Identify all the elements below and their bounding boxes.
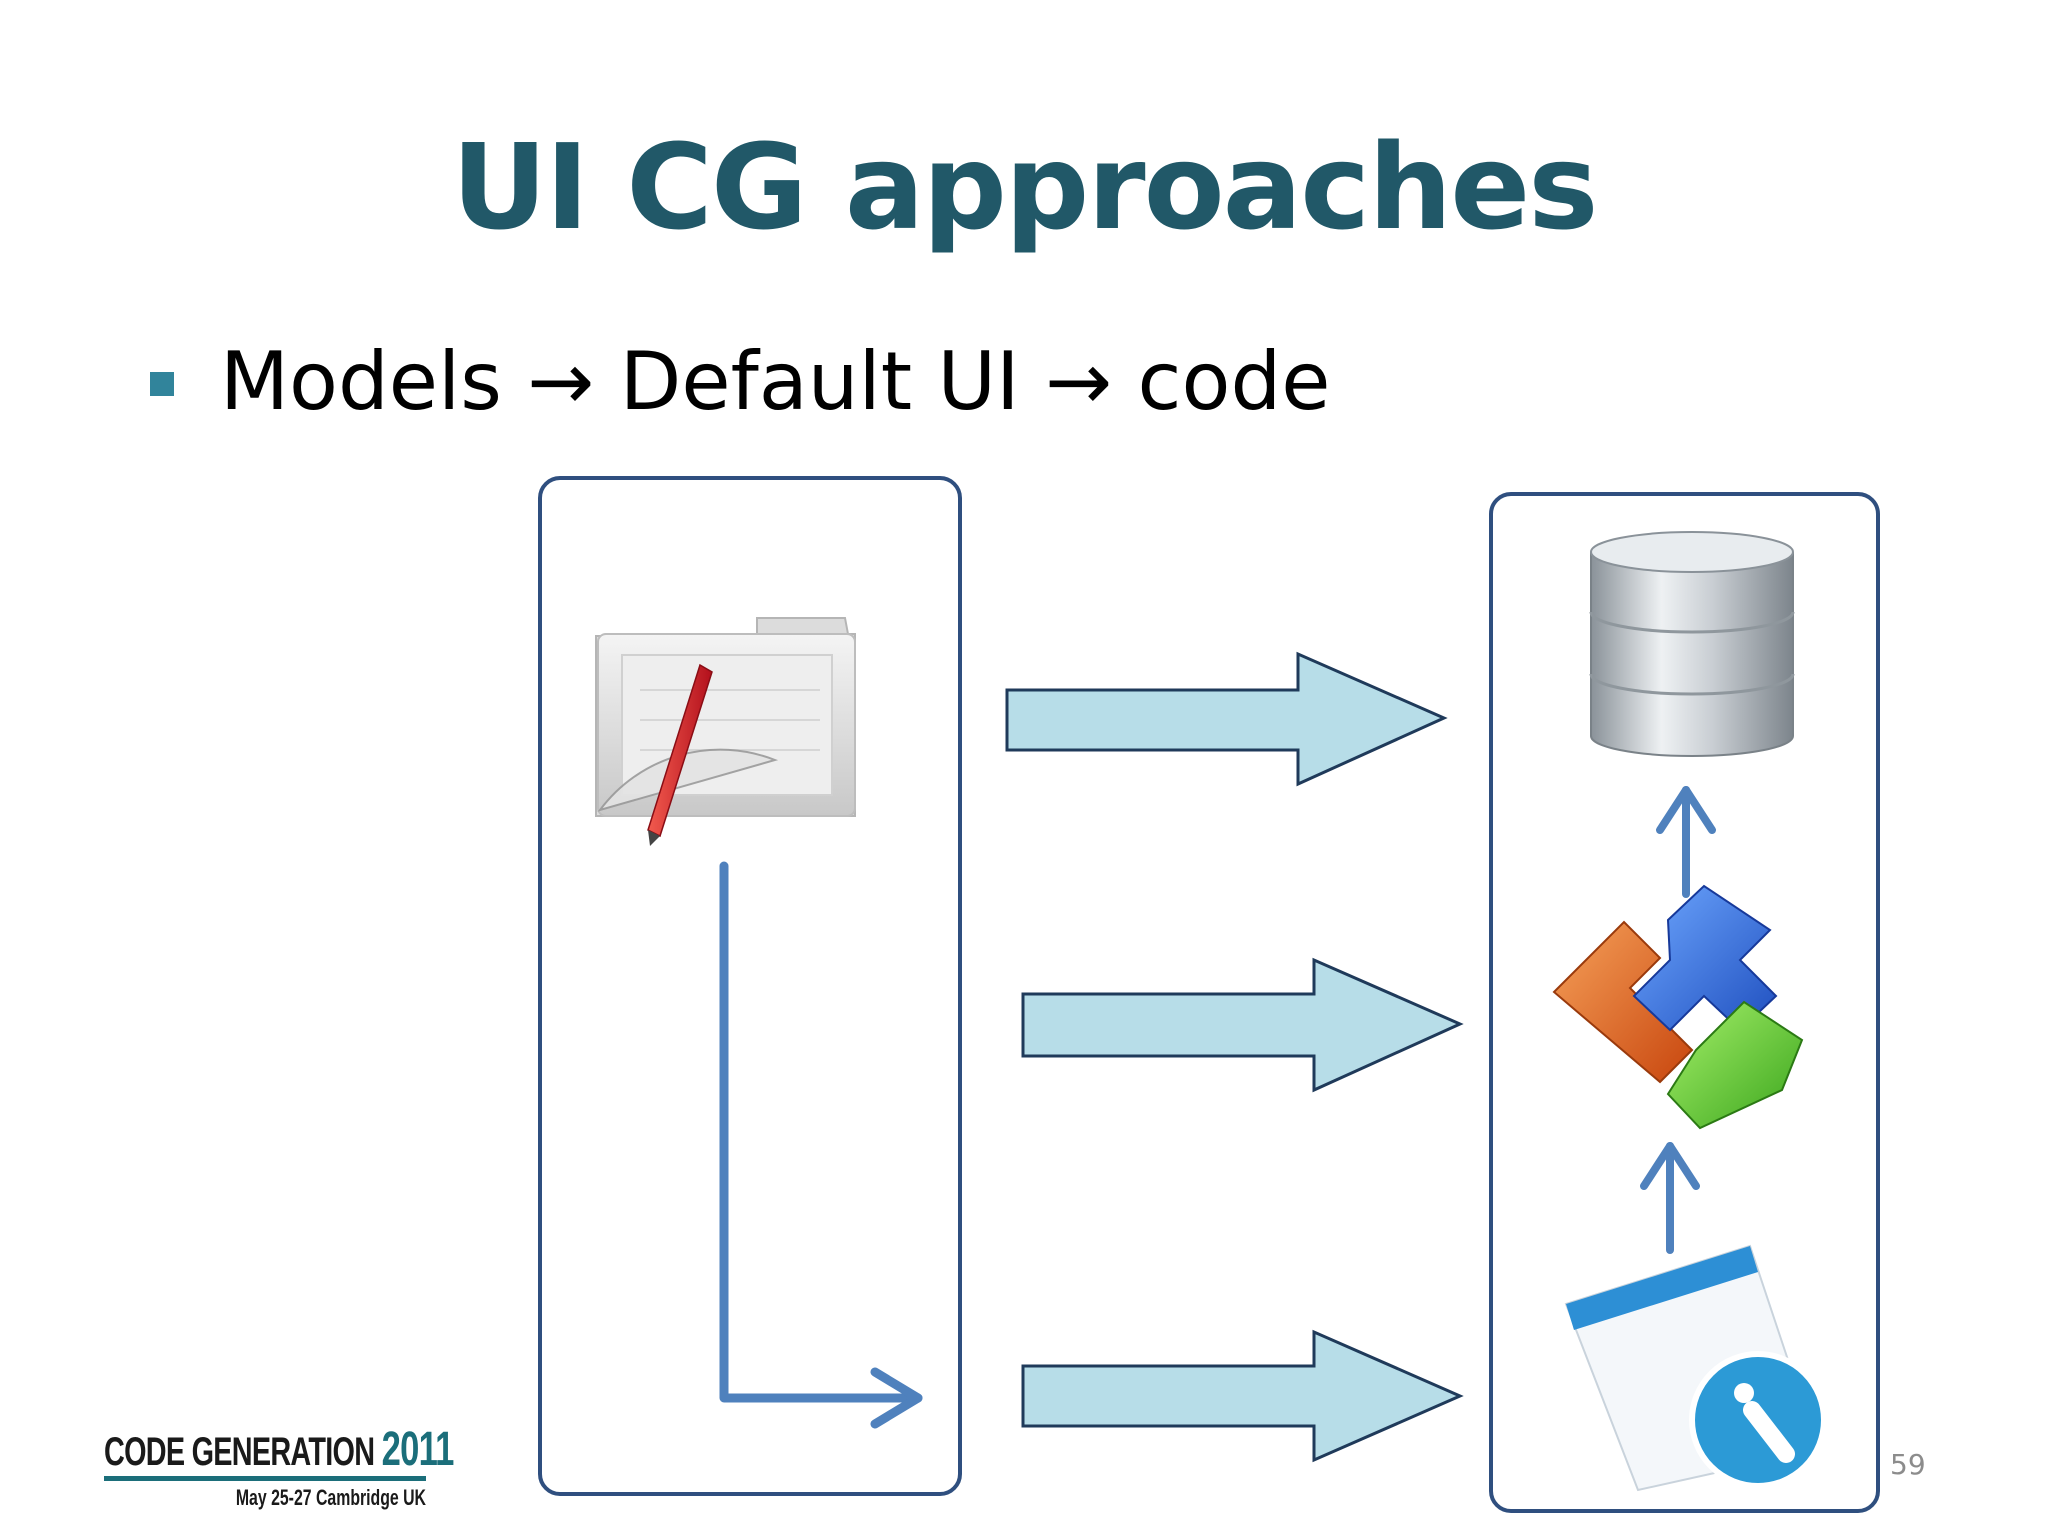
logo-subtitle: May 25-27 Cambridge UK bbox=[235, 1485, 426, 1510]
slide-title: UI CG approaches bbox=[451, 118, 1598, 256]
design-folder-icon bbox=[595, 617, 856, 846]
up-arrow-to-puzzle bbox=[1640, 1142, 1700, 1254]
puzzle-blocks-icon bbox=[1552, 884, 1804, 1130]
logo-name: CODE GENERATION bbox=[104, 1430, 375, 1474]
logo-year: 2011 bbox=[381, 1423, 455, 1476]
logo-bar bbox=[104, 1476, 426, 1481]
bullet-marker bbox=[150, 372, 174, 396]
arrow-to-puzzle bbox=[1021, 957, 1464, 1093]
elbow-connector-arrow bbox=[719, 861, 923, 1429]
info-document-icon bbox=[1564, 1244, 1827, 1492]
arrow-to-info bbox=[1021, 1329, 1464, 1463]
arrow-to-database bbox=[1005, 651, 1448, 787]
database-icon bbox=[1589, 531, 1795, 757]
up-arrow-to-database bbox=[1656, 786, 1716, 898]
conference-logo: CODE GENERATION 2011 May 25-27 Cambridge… bbox=[104, 1426, 454, 1511]
bullet-text: Models → Default UI → code bbox=[220, 335, 1331, 428]
left-box bbox=[538, 476, 962, 1496]
logo-title: CODE GENERATION 2011 bbox=[104, 1426, 454, 1475]
page-number: 59 bbox=[1890, 1448, 1926, 1481]
